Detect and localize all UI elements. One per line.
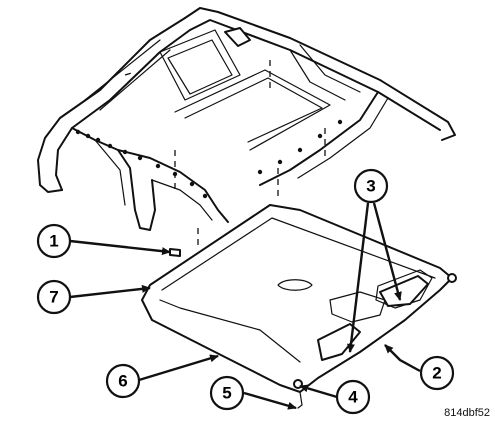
leader-1 [69,239,171,256]
callout-5-label: 5 [222,384,231,403]
roof-frame [37,7,456,245]
callout-1-label: 1 [49,232,58,251]
headliner-panel [141,204,457,409]
leader-4 [299,384,338,399]
callout-4: 4 [335,379,371,415]
figure-reference-code: 814dbf52 [444,407,490,419]
callout-6-label: 6 [118,372,127,391]
callout-4-label: 4 [348,388,358,407]
leader-7 [69,284,151,299]
callout-5: 5 [209,375,245,411]
callout-3-label: 3 [366,177,375,196]
callout-2-label: 2 [432,364,441,383]
leader-5 [243,391,297,410]
callout-6: 6 [105,363,141,399]
leader-3b [372,202,402,301]
leader-3a [346,202,370,353]
callout-1: 1 [36,223,72,259]
leader-6 [138,354,219,382]
leader-2 [384,344,421,373]
callout-3: 3 [353,168,389,204]
callout-leaders [69,202,421,410]
callout-7-label: 7 [49,288,58,307]
callout-2: 2 [419,355,455,391]
callout-7: 7 [36,279,72,315]
